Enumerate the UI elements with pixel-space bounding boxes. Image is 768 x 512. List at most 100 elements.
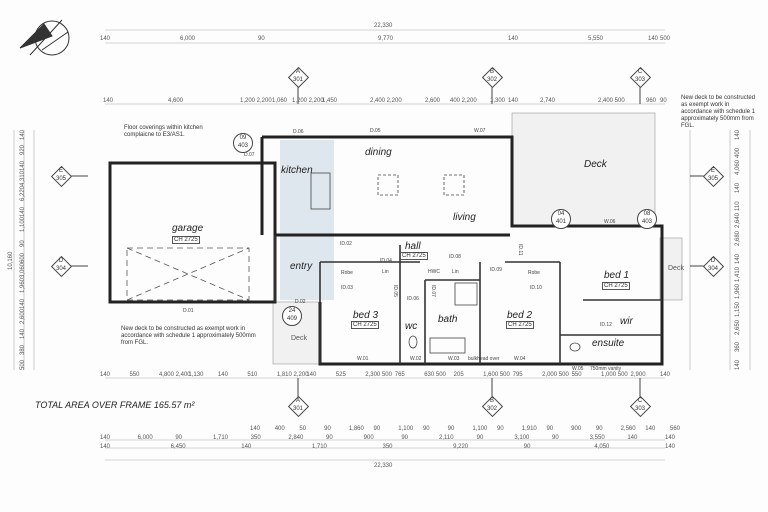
room-bed-2: bed 2 (507, 310, 533, 321)
note-deck-right: New deck to be constructed as exempt wor… (681, 95, 756, 129)
room-wc: wc (405, 321, 418, 332)
dimension-label: 2,560 (620, 426, 636, 432)
room-wir: wir (620, 316, 633, 327)
dimension-label: 6,220 (20, 186, 26, 202)
dimension-label: 2,680 (735, 231, 741, 247)
dim-top2: 960 (646, 98, 657, 104)
dimension-label: 900 (571, 426, 582, 432)
dimension-label: 90 (552, 435, 559, 441)
door-tag: ID.03 (341, 285, 353, 291)
dimension-label: 90 (20, 240, 26, 248)
door-tag: ID.05 (392, 285, 398, 297)
dimension-label: 140 (735, 129, 741, 140)
dimension-label: 140 (660, 372, 671, 378)
dim-top2: 2,600 (425, 98, 441, 104)
hwc-label: HWC (428, 269, 440, 275)
dimension-label: 140 (665, 435, 676, 441)
window-tag: W.06 (604, 219, 616, 225)
dimension-label: 3,060 (20, 262, 26, 278)
ceiling-height: CH 2725 (351, 321, 379, 329)
ceiling-height: CH 2725 (506, 321, 534, 329)
dimension-label: 1,600 500 (483, 372, 510, 378)
dimension-label: 140 (100, 435, 111, 441)
dimension-label: 90 (546, 426, 554, 432)
lin-label: Lin (382, 269, 389, 275)
dimension-label: 1,710 (213, 435, 229, 441)
dim-top2: 140 (103, 98, 114, 104)
room-living: living (453, 212, 476, 223)
dimension-label: 90 (447, 426, 455, 432)
window-tag: W.01 (357, 356, 369, 362)
overall-width-top: 22,330 (374, 23, 393, 29)
room-dining: dining (365, 147, 392, 158)
dimension-label: 90 (324, 426, 331, 432)
dimension-label: 600 (20, 252, 26, 263)
dimension-label: 1,410 (735, 266, 741, 282)
interior-walls (274, 235, 662, 364)
deck-entry: Deck (291, 335, 307, 342)
dimension-label: 2,900 (630, 372, 646, 378)
room-ensuite: ensuite (592, 338, 625, 349)
dim-top2: 2,740 (540, 98, 556, 104)
dimension-label: 140 (217, 372, 228, 378)
dimension-label: 90 (175, 435, 183, 441)
room-bed-1: bed 1 (604, 270, 630, 281)
door-tag: ID.10 (530, 285, 542, 291)
dimension-label: 9,220 (453, 444, 469, 450)
north-arrow-icon (19, 19, 70, 56)
dimension-label: 90 (326, 435, 333, 441)
window-tag: W.02 (410, 356, 422, 362)
dimension-label: 205 (453, 372, 464, 378)
dim-top2: 2,400 500 (598, 98, 625, 104)
dimension-label: 90 (523, 444, 531, 450)
dim-top2: 90 (660, 98, 667, 104)
dim-top2: 140 (508, 98, 519, 104)
dimension-label: 1,710 (311, 444, 327, 450)
dimension-label: 90 (422, 426, 430, 432)
dimension-label: 90 (373, 426, 381, 432)
dim-top2: 2,400 2,200 (370, 98, 402, 104)
dimension-label: 140 (735, 359, 741, 370)
dimension-label: 4,050 (594, 444, 610, 450)
room-entry: entry (290, 261, 313, 272)
door-tag: ID.09 (490, 267, 502, 273)
dimension-label: 2,300 500 (365, 372, 392, 378)
room-bed-3: bed 3 (353, 310, 379, 321)
dimension-label: 140 (20, 206, 26, 217)
dimension-label: 90 (401, 435, 409, 441)
dimension-label: 1,100 (398, 426, 414, 432)
kitchen-floor (280, 140, 334, 300)
dimension-label: 400 (735, 147, 741, 158)
dimension-label: 6,000 (137, 435, 153, 441)
door-tag: D.07 (244, 152, 255, 158)
dimension-lines (13, 29, 751, 461)
window-tag: W.07 (474, 128, 486, 134)
dimension-label: 1,000 500 (601, 372, 628, 378)
ceiling-height: CH 2725 (172, 236, 200, 244)
window-tag: W.03 (448, 356, 460, 362)
dimension-label: 4,800 2,400 (158, 372, 191, 378)
dimension-label: 550 (571, 372, 582, 378)
dimension-label: 500 (20, 359, 26, 370)
deck-main: Deck (584, 159, 607, 170)
dimension-label: 1,100 (472, 426, 488, 432)
window-tag: W.05 (572, 366, 584, 372)
room-hall: hall (405, 241, 421, 252)
dim-top: 140 (100, 36, 111, 42)
dim-top2: 4,600 (168, 98, 184, 104)
dimension-label: 920 (20, 145, 26, 156)
dim-top: 6,000 (180, 36, 196, 42)
dimension-label: 3,550 (589, 435, 605, 441)
dim-top: 140 (648, 36, 659, 42)
door-tag: D.01 (183, 308, 194, 314)
dimension-label: 1,150 (735, 301, 741, 317)
dimension-label: 140 (735, 183, 741, 194)
dimension-label: 4,310 (20, 170, 26, 186)
